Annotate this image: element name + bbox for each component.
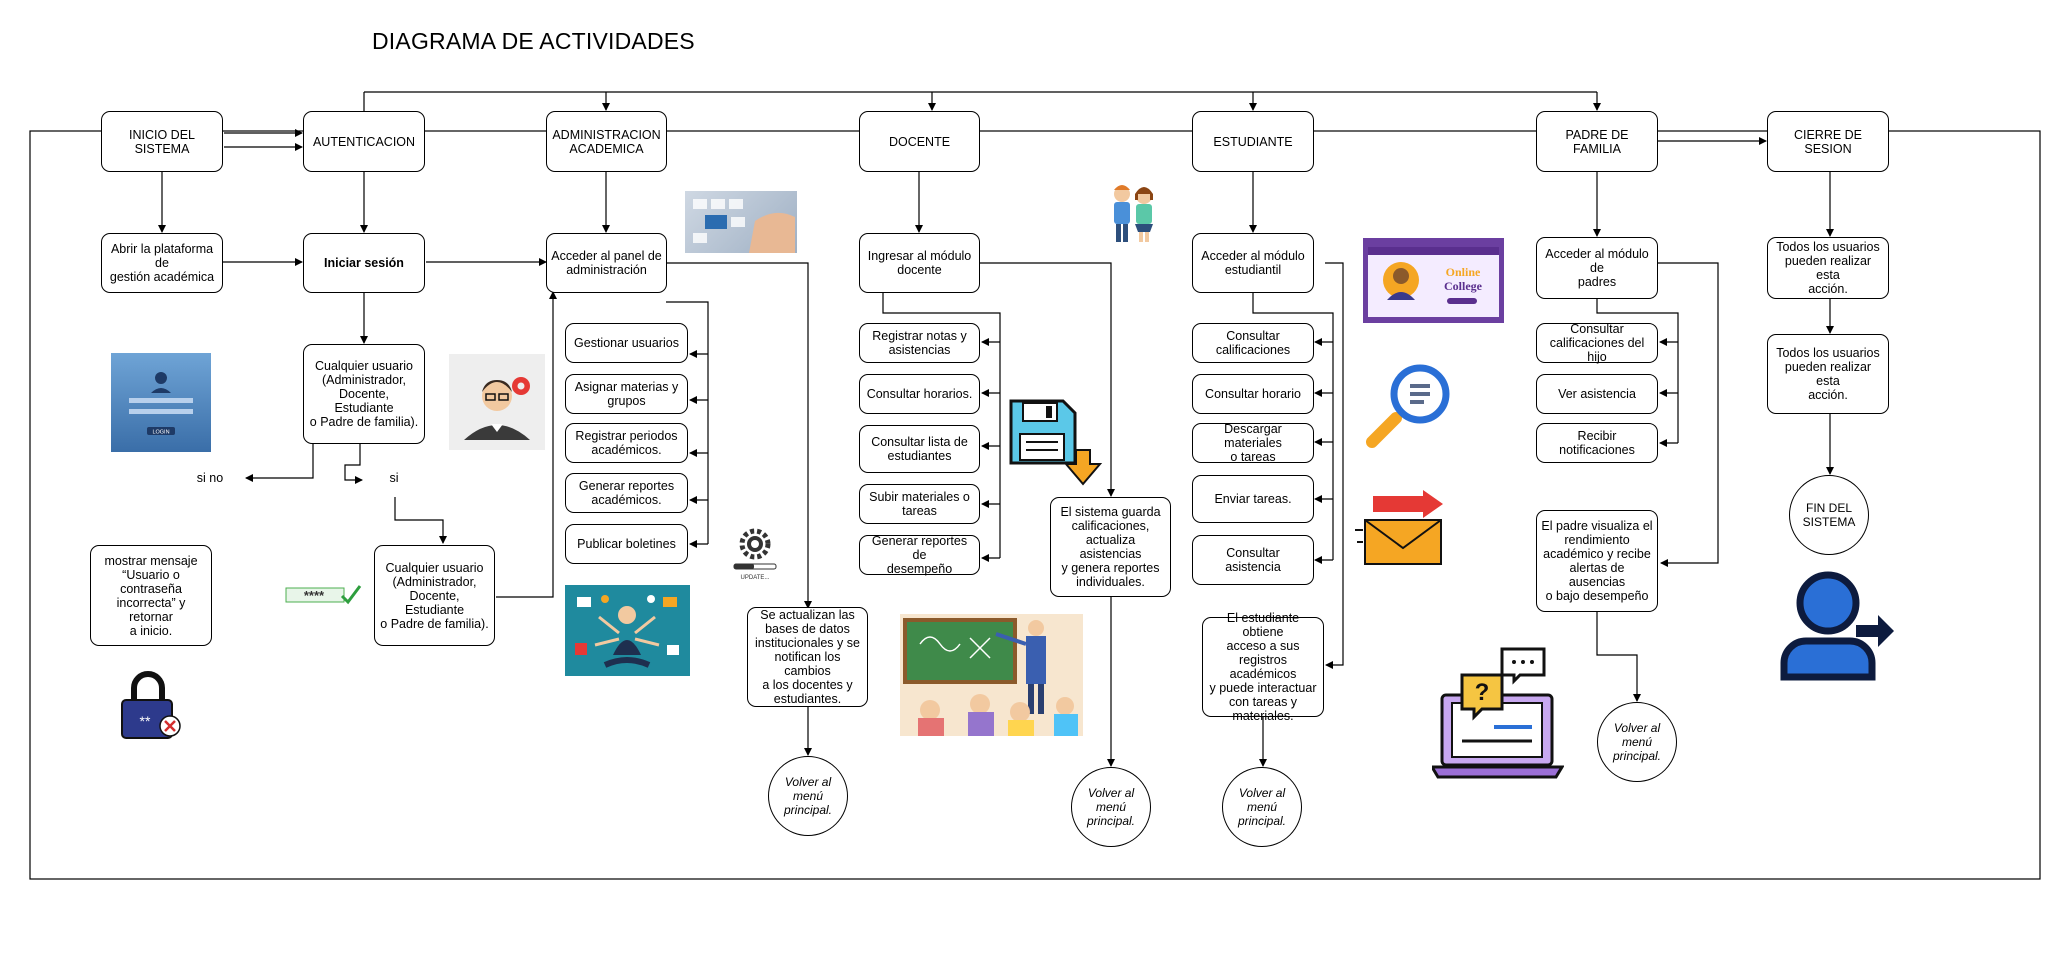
node-consultar-calif-hijo: Consultar calificaciones del hijo [1536,322,1658,364]
padlock-error-icon: ** [116,666,182,744]
node-acceder-padres: Acceder al módulo de padres [1536,237,1658,299]
admin-gear-icon [449,354,545,450]
node-registrar-notas: Registrar notas y asistencias [859,323,980,363]
node-fin: FIN DEL SISTEMA [1789,475,1869,555]
multitask-icon [565,585,690,676]
online-text: Online [1446,265,1481,279]
node-descargar-materiales: Descargar materiales o tareas [1192,422,1314,464]
node-volver-4: Volver al menú principal. [1597,702,1677,782]
node-registrar-periodos: Registrar periodos académicos. [565,423,688,463]
node-enviar-tareas: Enviar tareas. [1192,475,1314,523]
node-volver-3: Volver al menú principal. [1222,767,1302,847]
node-volver-1: Volver al menú principal. [768,756,848,836]
node-todos-2: Todos los usuarios pueden realizar esta … [1767,334,1889,414]
node-abrir-plataforma: Abrir la plataforma de gestión académica [101,233,223,293]
node-acceder-panel: Acceder al panel de administración [546,233,667,293]
online-college-icon: Online College [1363,238,1504,323]
outer-frame [29,130,2041,880]
laptop-question-icon: ? [1429,645,1565,780]
node-administracion: ADMINISTRACION ACADEMICA [546,111,667,172]
logout-user-icon [1778,569,1896,683]
node-consultar-horarios: Consultar horarios. [859,374,980,414]
node-sistema-guarda: El sistema guarda calificaciones, actual… [1050,497,1171,597]
node-ingresar-docente: Ingresar al módulo docente [859,233,980,293]
node-gestionar-usuarios: Gestionar usuarios [565,323,688,363]
padlock-mask-text: ** [140,713,151,729]
node-consultar-lista: Consultar lista de estudiantes [859,425,980,473]
college-text: College [1444,279,1483,293]
login-button-text: LOGIN [152,430,169,436]
node-inicio: INICIO DEL SISTEMA [101,111,223,172]
node-todos-1: Todos los usuarios pueden realizar esta … [1767,237,1889,299]
update-caption-text: UPDATE... [741,575,770,581]
node-cualquier-usuario-2: Cualquier usuario (Administrador, Docent… [374,545,495,646]
svg-text:?: ? [1475,679,1490,706]
magnifier-icon [1362,362,1462,452]
node-generar-reportes-doc: Generar reportes de desempeño [859,534,980,576]
floppy-save-icon [1008,398,1108,488]
keyboard-photo-icon [685,191,797,253]
node-volver-2: Volver al menú principal. [1071,767,1151,847]
node-recibir-notificaciones: Recibir notificaciones [1536,423,1658,463]
node-subir-materiales: Subir materiales o tareas [859,484,980,524]
node-cierre: CIERRE DE SESION [1767,111,1889,172]
node-cualquier-usuario-1: Cualquier usuario (Administrador, Docent… [303,344,425,444]
node-asignar-materias: Asignar materias y grupos [565,374,688,414]
mail-icon [1355,490,1447,568]
node-ver-asistencia: Ver asistencia [1536,374,1658,414]
node-iniciar-sesion: Iniciar sesión [303,233,425,293]
node-padre-visualiza: El padre visualiza el rendimiento académ… [1536,510,1658,612]
node-estudiante-obtiene: El estudiante obtiene acceso a sus regis… [1202,611,1324,723]
password-check-icon: **** [284,582,362,608]
node-estudiante: ESTUDIANTE [1192,111,1314,172]
node-publicar-boletines: Publicar boletines [565,524,688,564]
node-consultar-calificaciones: Consultar calificaciones [1192,323,1314,363]
students-icon [1108,180,1158,246]
node-se-actualizan: Se actualizan las bases de datos institu… [747,607,868,707]
password-mask-text: **** [304,588,325,603]
label-si: si [389,471,399,485]
diagram-title: DIAGRAMA DE ACTIVIDADES [372,28,695,54]
node-docente: DOCENTE [859,111,980,172]
node-consultar-asistencia: Consultar asistencia [1192,535,1314,585]
node-consultar-horario: Consultar horario [1192,374,1314,414]
node-acceder-estudiantil: Acceder al módulo estudiantil [1192,233,1314,293]
node-mostrar-mensaje: mostrar mensaje “Usuario o contraseña in… [90,545,212,646]
update-gear-icon: UPDATE... [731,526,779,582]
node-padre: PADRE DE FAMILIA [1536,111,1658,172]
classroom-icon [900,614,1083,736]
node-autenticacion: AUTENTICACION [303,111,425,172]
node-generar-reportes-adm: Generar reportes académicos. [565,473,688,513]
login-screen-icon: LOGIN [111,353,211,452]
label-si-no: si no [196,471,224,485]
